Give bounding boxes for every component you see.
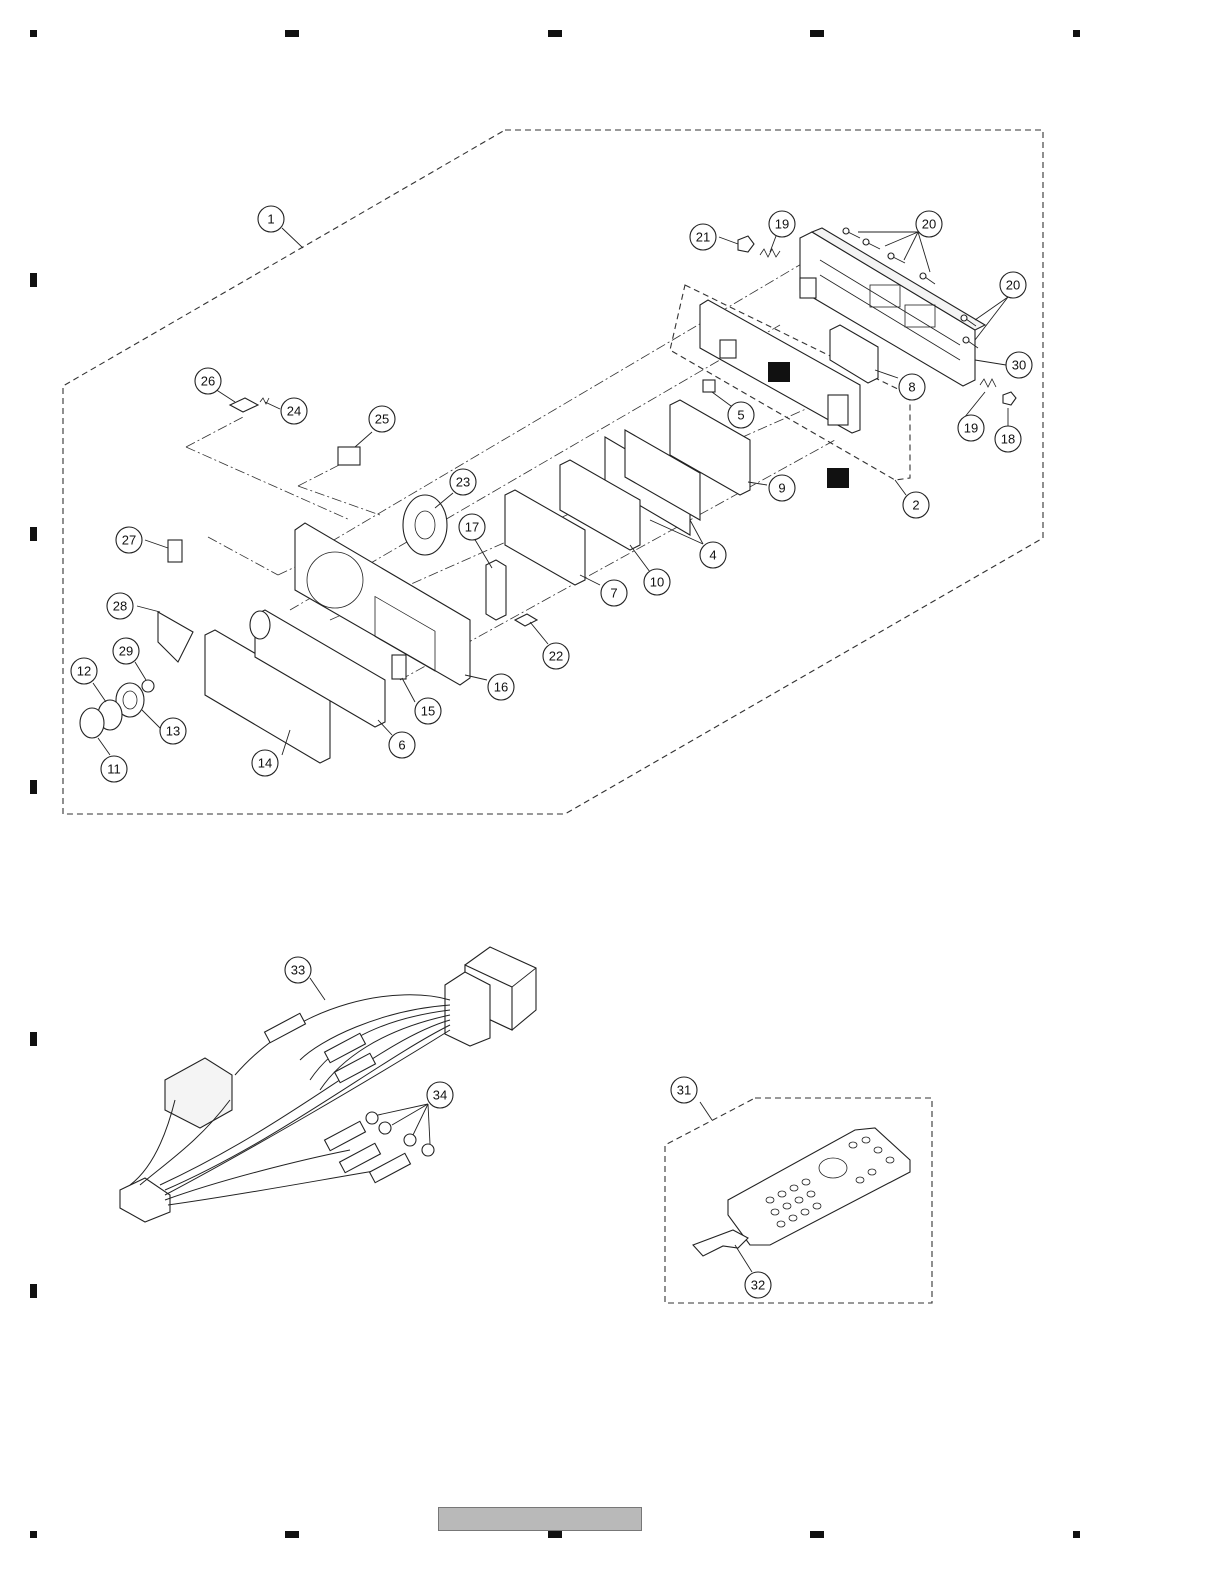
assembly-boundary: [63, 130, 1043, 814]
svg-text:26: 26: [201, 374, 215, 389]
callout-23: 23: [450, 469, 476, 495]
svg-text:19: 19: [775, 217, 789, 232]
callout-15: 15: [415, 698, 441, 724]
callout-18: 18: [995, 426, 1021, 452]
callout-26: 26: [195, 368, 221, 394]
svg-text:16: 16: [494, 680, 508, 695]
svg-text:30: 30: [1012, 358, 1026, 373]
callout-4: 4: [700, 542, 726, 568]
svg-text:20: 20: [922, 217, 936, 232]
callout-14: 14: [252, 750, 278, 776]
svg-text:28: 28: [113, 599, 127, 614]
knob-part-15: [392, 655, 406, 679]
callout-22: 22: [543, 643, 569, 669]
callout-21: 21: [690, 224, 716, 250]
svg-text:33: 33: [291, 963, 305, 978]
cap-part-11: [80, 708, 104, 738]
callout-29: 29: [113, 638, 139, 664]
callout-16: 16: [488, 674, 514, 700]
callout-28: 28: [107, 593, 133, 619]
callout-32: 32: [745, 1272, 771, 1298]
svg-text:34: 34: [433, 1088, 447, 1103]
cable-assembly: [120, 947, 536, 1222]
callout-19-bottom: 19: [958, 415, 984, 441]
callout-13: 13: [160, 718, 186, 744]
svg-text:12: 12: [77, 664, 91, 679]
svg-text:5: 5: [737, 408, 744, 423]
callout-8: 8: [899, 374, 925, 400]
callout-20-top: 20: [916, 211, 942, 237]
callout-6: 6: [389, 732, 415, 758]
button-part-25: [338, 447, 360, 465]
svg-text:23: 23: [456, 475, 470, 490]
svg-text:9: 9: [778, 481, 785, 496]
callout-5: 5: [728, 402, 754, 428]
callout-33: 33: [285, 957, 311, 983]
callout-11: 11: [101, 756, 127, 782]
svg-text:6: 6: [398, 738, 405, 753]
svg-text:11: 11: [107, 762, 121, 777]
clip-part-22: [515, 614, 537, 626]
svg-text:18: 18: [1001, 432, 1015, 447]
callout-1: 1: [258, 206, 284, 232]
svg-text:20: 20: [1006, 278, 1020, 293]
main-assembly: [63, 130, 1043, 814]
callout-7: 7: [601, 580, 627, 606]
callout-25: 25: [369, 406, 395, 432]
svg-text:27: 27: [122, 533, 136, 548]
callout-19-top: 19: [769, 211, 795, 237]
button-part-5: [703, 380, 715, 392]
svg-text:22: 22: [549, 649, 563, 664]
callout-31: 31: [671, 1077, 697, 1103]
svg-text:10: 10: [650, 575, 664, 590]
button-part-26: [230, 398, 258, 412]
callout-30: 30: [1006, 352, 1032, 378]
callout-20-right: 20: [1000, 272, 1026, 298]
svg-text:1: 1: [267, 212, 274, 227]
svg-text:32: 32: [751, 1278, 765, 1293]
svg-text:8: 8: [908, 380, 915, 395]
svg-text:19: 19: [964, 421, 978, 436]
callout-9: 9: [769, 475, 795, 501]
ring-part-29: [142, 680, 154, 692]
registration-marks: [30, 30, 1080, 1538]
svg-text:17: 17: [465, 520, 479, 535]
callout-12: 12: [71, 658, 97, 684]
cover-part-28: [158, 612, 193, 662]
svg-text:13: 13: [166, 724, 180, 739]
rear-chassis-part: [800, 228, 985, 386]
button-part-27: [168, 540, 182, 562]
svg-text:21: 21: [696, 230, 710, 245]
svg-text:2: 2: [912, 498, 919, 513]
remote-body: [728, 1128, 910, 1245]
remote-assembly: [665, 1098, 932, 1303]
callout-17: 17: [459, 514, 485, 540]
svg-text:29: 29: [119, 644, 133, 659]
svg-text:31: 31: [677, 1083, 691, 1098]
bracket-part-17: [486, 560, 506, 620]
footer-page-bar: [438, 1507, 642, 1531]
callout-34: 34: [427, 1082, 453, 1108]
svg-text:24: 24: [287, 404, 301, 419]
svg-text:4: 4: [709, 548, 716, 563]
callout-27: 27: [116, 527, 142, 553]
svg-text:25: 25: [375, 412, 389, 427]
svg-text:14: 14: [258, 756, 272, 771]
callout-24: 24: [281, 398, 307, 424]
callout-10: 10: [644, 569, 670, 595]
callout-2: 2: [903, 492, 929, 518]
svg-text:15: 15: [421, 704, 435, 719]
svg-text:7: 7: [610, 586, 617, 601]
